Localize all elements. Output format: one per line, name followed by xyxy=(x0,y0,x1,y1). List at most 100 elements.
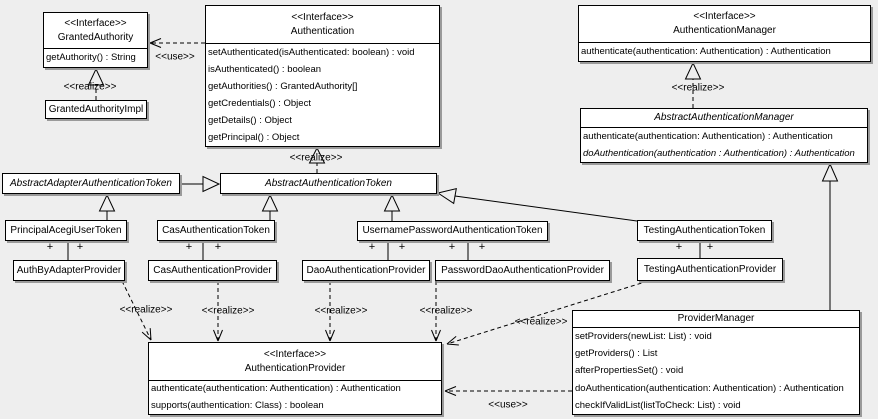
class-abstract-adapter-authentication-token: AbstractAdapterAuthenticationToken xyxy=(2,173,180,194)
method-label: checkIfValidList(listToCheck: List) : vo… xyxy=(575,399,741,411)
class-password-dao-authentication-provider: PasswordDaoAuthenticationProvider xyxy=(435,260,610,281)
auth-by-adapter-realizes-provider-open-arrowhead xyxy=(141,331,152,341)
stereotype-label: <<Interface>> xyxy=(693,11,756,22)
class-name: AbstractAuthenticationManager xyxy=(654,112,794,123)
class-testing-authentication-provider: TestingAuthenticationProvider xyxy=(637,258,783,281)
method-label: isAuthenticated() : boolean xyxy=(208,64,322,75)
auth-by-adapter-realizes-provider-open-arrowhead xyxy=(149,328,152,341)
adapter-token-extends-abstract-token-triangle-arrowhead xyxy=(202,175,221,193)
methods-compartment: authenticate(authentication: Authenticat… xyxy=(581,127,867,162)
method-label: getProviders() : List xyxy=(575,348,658,360)
testing-token-extends-abstract-token-triangle-arrowhead xyxy=(436,187,457,205)
class-name: AbstractAuthenticationToken xyxy=(265,177,392,189)
stereotype-label: <<Interface>> xyxy=(291,11,354,23)
abstract-manager-realizes-manager-triangle-arrowhead xyxy=(684,61,702,80)
method-label: authenticate(authentication: Authenticat… xyxy=(581,46,831,57)
method-label: doAuthentication(authentication: Authent… xyxy=(575,382,844,394)
class-title-compartment: AbstractAuthenticationManager xyxy=(581,109,867,127)
class-name: PasswordDaoAuthenticationProvider xyxy=(441,264,604,276)
class-title-compartment: <<Interface>>AuthenticationProvider xyxy=(149,343,441,380)
multiplicity-plus-label: + xyxy=(214,241,222,253)
method-label: getAuthorities() : GrantedAuthority[] xyxy=(208,81,358,92)
realize-label: <<realize>> xyxy=(119,304,173,316)
class-name: AuthByAdapterProvider xyxy=(16,264,122,276)
password-dao-realizes-provider-open-arrowhead xyxy=(435,329,441,342)
realize-label: <<realize>> xyxy=(63,81,117,93)
class-username-password-authentication-token: UsernamePasswordAuthenticationToken xyxy=(357,221,548,241)
method-label: getCredentials() : Object xyxy=(208,98,311,109)
realize-label: <<realize>> xyxy=(419,305,473,317)
class-name: UsernamePasswordAuthenticationToken xyxy=(362,225,543,236)
class-authentication-manager: <<Interface>> AuthenticationManager authen… xyxy=(578,5,871,62)
use-label: <<use>> xyxy=(488,399,528,411)
cas-token-extends-abstract-token-triangle-arrowhead xyxy=(261,193,279,212)
dao-provider-realizes-provider-open-arrowhead xyxy=(329,329,335,342)
class-name: CasAuthenticationToken xyxy=(162,224,270,236)
class-name: CasAuthenticationProvider xyxy=(153,264,272,276)
class-authentication-provider: <<Interface>>AuthenticationProvider authe… xyxy=(148,342,442,415)
class-title-compartment: TestingAuthenticationToken xyxy=(638,221,771,240)
authentication-uses-granted-authority-open-arrowhead xyxy=(149,42,162,48)
methods-compartment: setAuthenticated(isAuthenticated: boolea… xyxy=(206,43,439,146)
class-dao-authentication-provider: DaoAuthenticationProvider xyxy=(302,260,430,281)
realize-label: <<realize>> xyxy=(201,305,255,317)
class-name: TestingAuthenticationProvider xyxy=(643,263,777,275)
class-title-compartment: GrantedAuthorityImpl xyxy=(46,101,146,118)
class-name: GrantedAuthorityImpl xyxy=(48,103,144,115)
class-title-compartment: ProviderManager xyxy=(573,311,859,327)
methods-compartment: getAuthority() : String xyxy=(44,48,147,67)
password-dao-realizes-provider-open-arrowhead xyxy=(431,329,437,342)
class-abstract-authentication-manager: AbstractAuthenticationManager authenticat… xyxy=(580,108,868,163)
class-name: DaoAuthenticationProvider xyxy=(306,264,426,276)
class-title-compartment: TestingAuthenticationProvider xyxy=(638,259,782,280)
class-title-compartment: <<Interface>> GrantedAuthority xyxy=(44,13,147,48)
method-label: getPrincipal() : Object xyxy=(208,132,300,143)
class-testing-authentication-token: TestingAuthenticationToken xyxy=(637,220,772,241)
class-title-compartment: CasAuthenticationToken xyxy=(158,221,274,240)
methods-compartment: authenticate(authentication: Authenticat… xyxy=(579,42,870,61)
class-title-compartment: <<Interface>> AuthenticationManager xyxy=(579,6,870,42)
multiplicity-plus-label: + xyxy=(368,241,376,253)
upat-extends-abstract-token-triangle-arrowhead xyxy=(383,193,401,212)
stereotype-label: <<Interface>> xyxy=(263,348,327,360)
realize-label: <<realize>> xyxy=(314,305,368,317)
granted-authority-impl-realizes-triangle-arrowhead xyxy=(87,67,105,86)
multiplicity-plus-label: + xyxy=(675,241,683,253)
realize-label: <<realize>> xyxy=(289,152,343,164)
methods-compartment: authenticate(authentication: Authenticat… xyxy=(149,380,441,414)
multiplicity-plus-label: + xyxy=(185,241,193,253)
cas-provider-realizes-provider-open-arrowhead xyxy=(217,329,223,342)
realize-label: <<realize>> xyxy=(671,82,725,94)
class-name: Authentication xyxy=(290,25,355,37)
class-title-compartment: UsernamePasswordAuthenticationToken xyxy=(358,222,547,240)
class-name: GrantedAuthority xyxy=(57,31,134,43)
class-title-compartment: AbstractAdapterAuthenticationToken xyxy=(3,174,179,193)
multiplicity-plus-label: + xyxy=(76,241,84,253)
method-label: afterPropertiesSet() : void xyxy=(575,365,684,377)
class-name: AbstractAdapterAuthenticationToken xyxy=(10,177,172,189)
testing-provider-realizes-provider-open-arrowhead xyxy=(446,343,459,346)
multiplicity-plus-label: + xyxy=(398,241,406,253)
class-cas-authentication-provider: CasAuthenticationProvider xyxy=(148,260,277,281)
class-title-compartment: <<Interface>> Authentication xyxy=(206,6,439,43)
multiplicity-plus-label: + xyxy=(706,241,714,253)
class-name: ProviderManager xyxy=(677,313,755,324)
method-label: authenticate(authentication: Authenticat… xyxy=(151,383,401,394)
provider-manager-uses-provider-open-arrowhead xyxy=(444,386,457,392)
stereotype-label: <<Interface>> xyxy=(64,17,127,29)
dao-provider-realizes-provider-open-arrowhead xyxy=(325,329,331,342)
class-title-compartment: AuthByAdapterProvider xyxy=(14,261,124,280)
multiplicity-plus-label: + xyxy=(448,241,456,253)
testing-provider-realizes-provider xyxy=(446,280,649,345)
method-label: supports(authentication: Class) : boolea… xyxy=(151,399,324,411)
method-label: setProviders(newList: List) : void xyxy=(575,331,712,342)
class-auth-by-adapter-provider: AuthByAdapterProvider xyxy=(13,260,125,281)
realize-label: <<realize>> xyxy=(514,316,568,328)
testing-provider-realizes-provider-open-arrowhead xyxy=(446,336,457,345)
cas-provider-realizes-provider-open-arrowhead xyxy=(213,329,219,342)
method-label: getDetails() : Object xyxy=(208,115,292,126)
auth-by-adapter-realizes-provider xyxy=(121,280,152,341)
class-name: AuthenticationManager xyxy=(673,25,776,36)
